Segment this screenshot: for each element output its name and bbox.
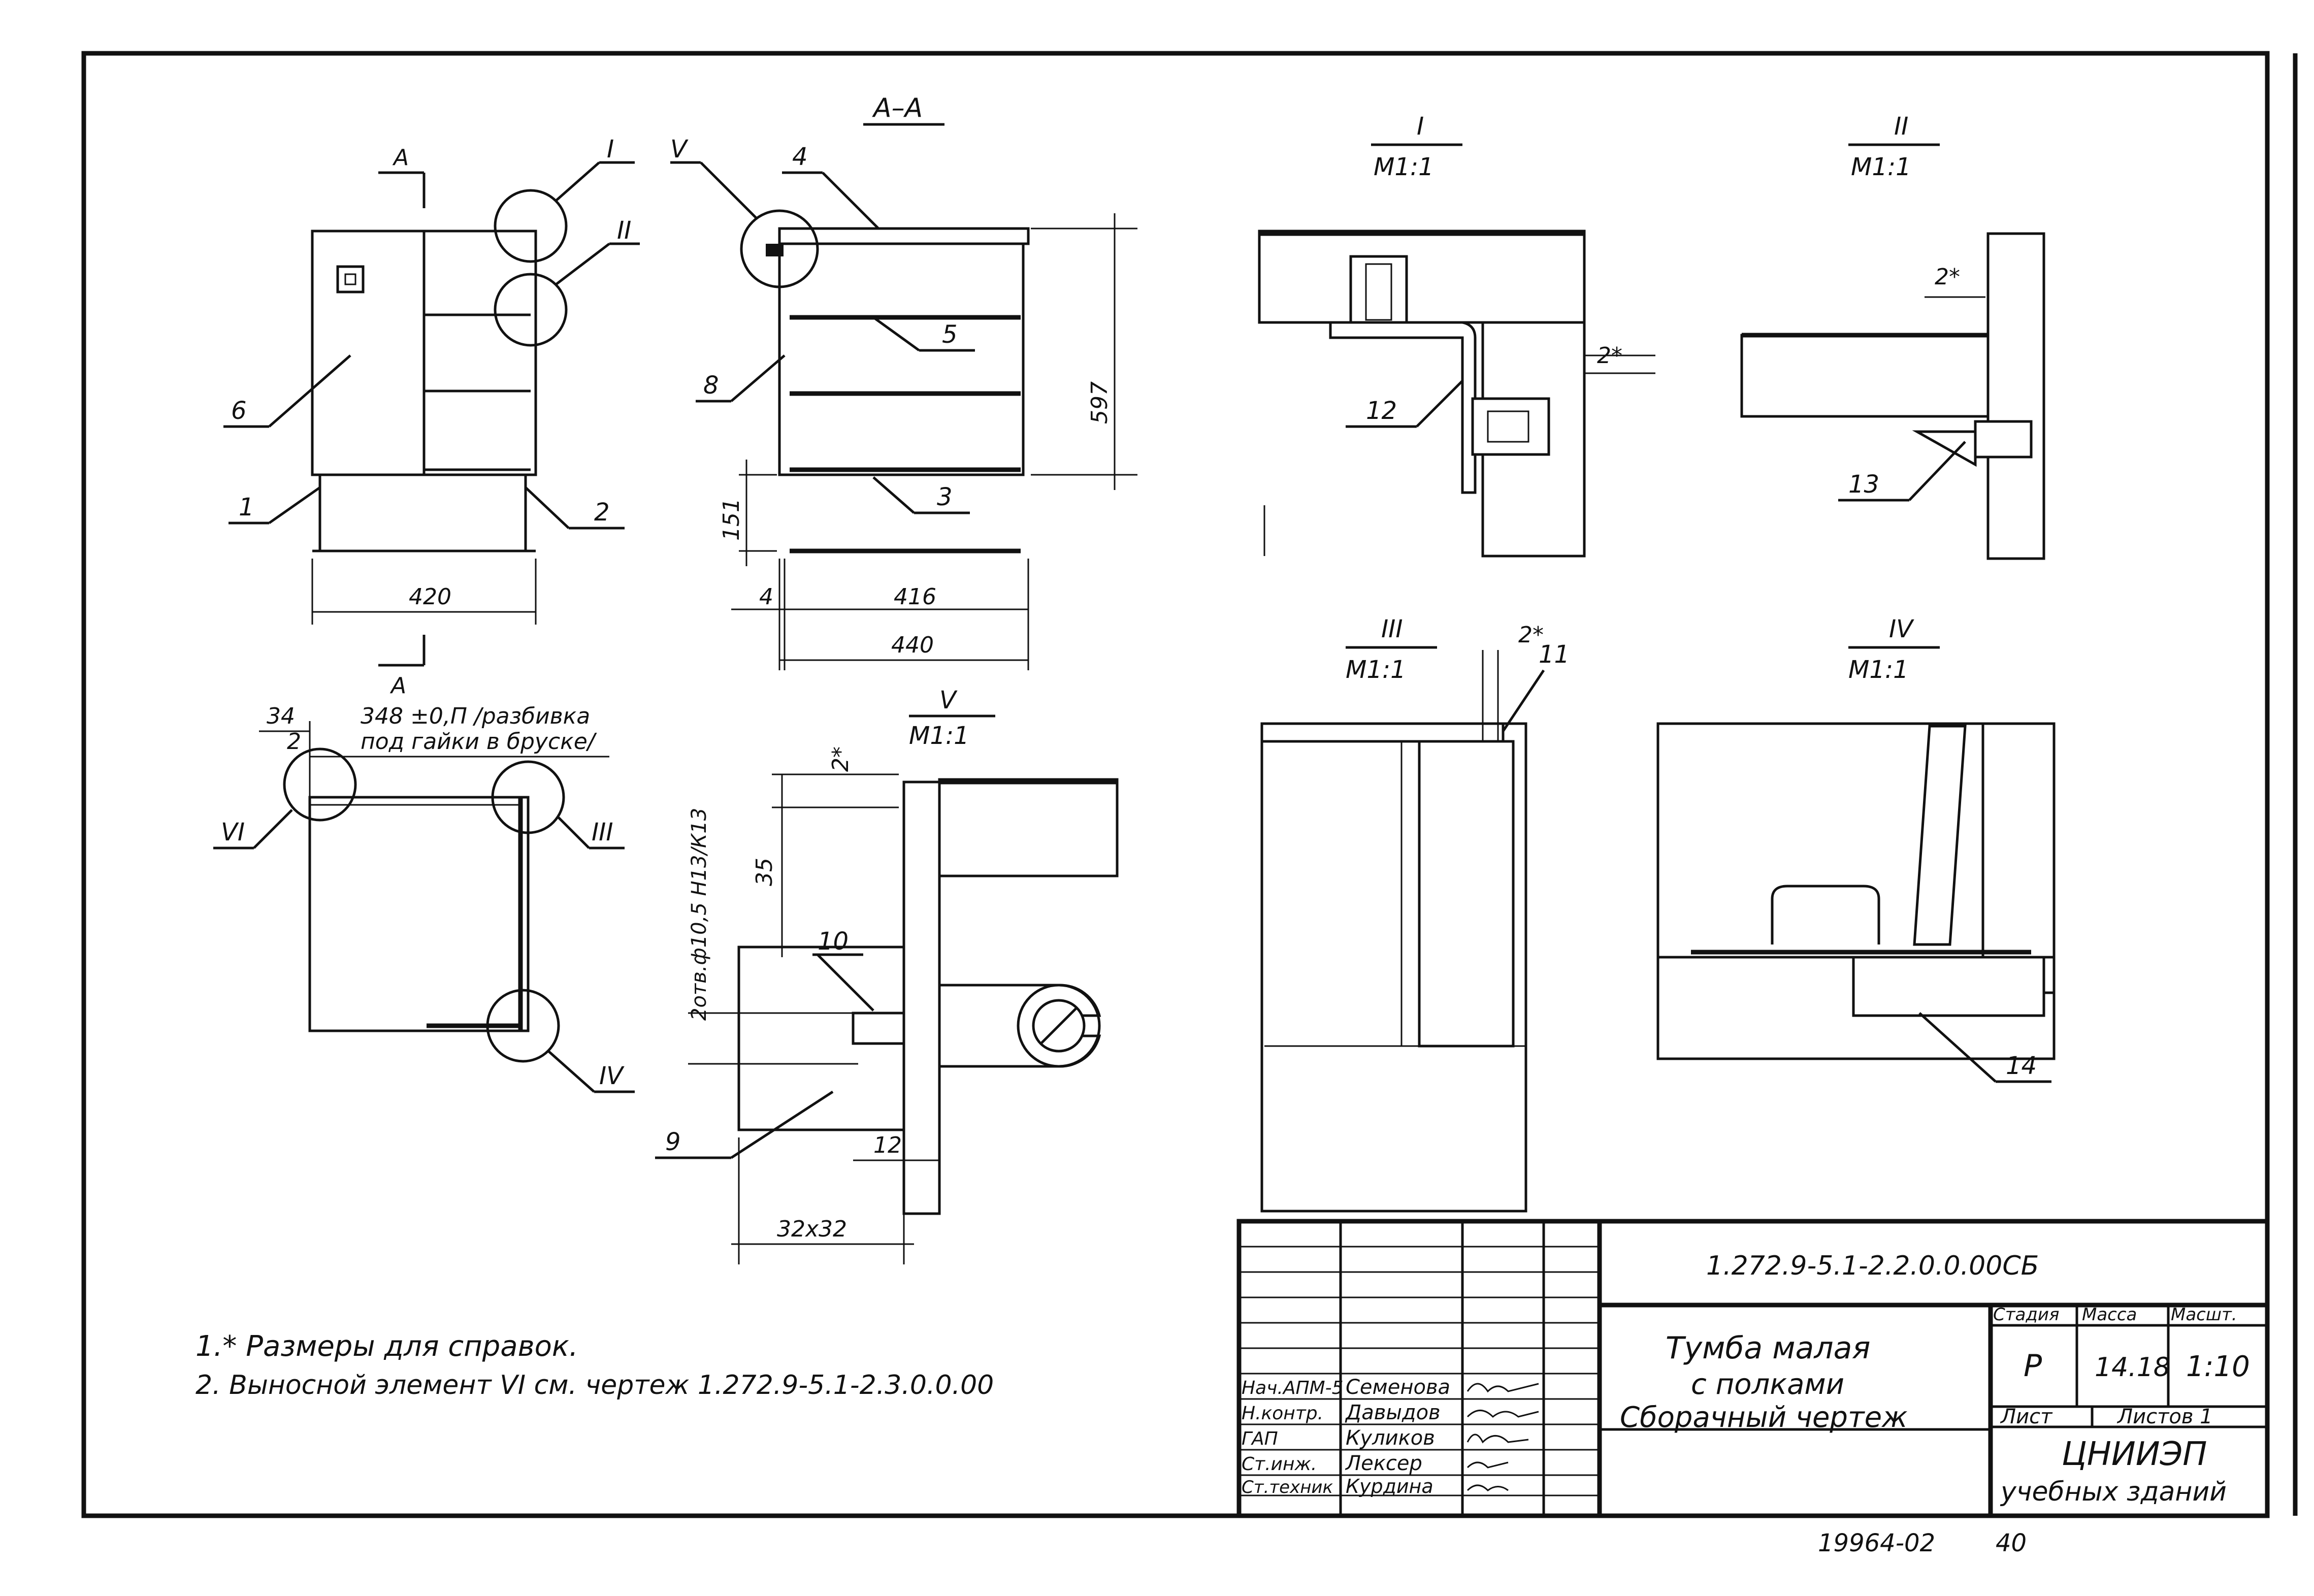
org-name-2: учебных зданий [2000,1477,2227,1507]
pos-1: 1 [239,493,254,522]
role-4: Ст.техник [1242,1477,1333,1497]
dim-32x32: 32x32 [777,1216,847,1242]
pos-5: 5 [942,320,958,349]
detail-I: I М1:1 2* 12 [1258,112,1655,558]
doc-code: 1.272.9-5.1-2.2.0.0.00СБ [1706,1251,2039,1281]
note-2: 2. Выносной элемент VI см. чертеж 1.272.… [195,1370,994,1400]
scale-value: 1:10 [2186,1350,2250,1383]
pos-4: 4 [792,143,808,171]
detail-III-title: III [1381,615,1403,643]
name-0: Семенова [1346,1376,1450,1399]
role-0: Нач.АПМ-5 [1242,1378,1344,1398]
inventory-number: 19964-02 [1818,1529,1935,1557]
role-3: Ст.инж. [1242,1454,1317,1475]
front-view: А А I II 6 1 2 420 [223,135,640,699]
pos-13: 13 [1848,470,1879,499]
doc-name-1: Тумба малая [1666,1330,1871,1366]
mass-header: Масса [2082,1305,2137,1325]
dim-151: 151 [719,498,744,541]
detail-II: II М1:1 2* 13 [1740,112,2045,560]
name-2: Куликов [1346,1426,1435,1450]
detail-III-scale: М1:1 [1346,656,1406,684]
pos-2: 2 [594,498,610,527]
pos-9: 9 [665,1128,681,1156]
node-label-IV: IV [599,1062,625,1090]
pos-3: 3 [937,483,953,511]
doc-name-3: Сборачный чертеж [1620,1401,1907,1434]
detail-II-title: II [1894,112,1908,141]
signature-3 [1466,1461,1509,1469]
dim-2star-II: 2* [1935,264,1960,290]
dim-416: 416 [894,584,936,610]
detail-IV-scale: М1:1 [1848,656,1909,684]
pos-14: 14 [2006,1052,2037,1080]
name-3: Лексер [1345,1452,1422,1475]
pos-10: 10 [818,927,849,956]
detail-IV: IV М1:1 14 [1656,615,2056,1083]
pos-12: 12 [1366,397,1397,425]
dim-420: 420 [409,584,451,610]
detail-I-scale: М1:1 [1374,153,1434,181]
section-a-a: А–А V 4 5 8 3 597 151 [670,93,1137,670]
holes-v-note: 2отв.ф10,5 Н13/К13 [688,808,711,1021]
note-1: 1.* Размеры для справок. [195,1330,578,1363]
holes-note: 348 ±0,П /разбивка [361,703,590,729]
pos-11: 11 [1539,640,1570,669]
detail-V: V М1:1 2* 35 2отв.ф10,5 Н13/К13 10 9 12 … [655,686,1119,1264]
stage-header: Стадия [1993,1305,2059,1325]
role-2: ГАП [1242,1428,1278,1449]
cut-mark-bottom: А [389,673,406,699]
org-name-1: ЦНИИЭП [2062,1436,2207,1473]
cut-mark-top: А [392,145,409,171]
stage-value: Р [2024,1348,2042,1384]
mass-value: 14.18 [2095,1352,2170,1383]
detail-II-scale: М1:1 [1851,153,1911,181]
signature-2 [1466,1434,1529,1444]
plan-view: VI III IV 34 2 348 ±0,П /разбивка под га… [213,703,635,1093]
dim-2star-I: 2* [1597,343,1622,369]
dim-34: 34 [267,703,295,729]
dim-35: 35 [752,858,777,886]
dim-2star-v: 2* [828,746,854,772]
scale-header: Масшт. [2171,1305,2237,1325]
signature-0 [1466,1383,1539,1393]
sheet-header: Лист [2000,1405,2053,1428]
detail-IV-title: IV [1889,615,1914,643]
node-label-VI: VI [221,818,245,846]
name-4: Курдина [1346,1475,1433,1497]
page-number: 40 [1996,1529,2027,1557]
node-label-V: V [670,135,689,164]
detail-V-title: V [939,686,958,714]
node-label-I: I [607,135,614,164]
dim-2star-III: 2* [1518,622,1544,648]
pos-8: 8 [703,371,719,400]
title-block: 1.272.9-5.1-2.2.0.0.00СБ Тумба малая с п… [1236,1219,2270,1518]
detail-III: III М1:1 2* 11 [1260,615,1570,1213]
pos-6: 6 [231,397,247,425]
dim-440: 440 [891,632,934,658]
signature-1 [1466,1410,1539,1418]
dim-2-plan: 2 [287,729,301,755]
detail-I-title: I [1417,112,1424,141]
holes-note-2: под гайки в бруске/ [361,729,597,755]
dim-12: 12 [873,1132,902,1158]
node-label-II: II [617,216,631,245]
detail-V-scale: М1:1 [909,722,969,750]
doc-name-2: с полками [1691,1368,1844,1401]
sheet-frame [81,51,2270,1518]
dim-597: 597 [1087,381,1113,424]
dim-4: 4 [759,584,773,610]
signature-4 [1466,1484,1509,1491]
role-1: Н.контр. [1242,1403,1323,1424]
name-1: Давыдов [1345,1401,1441,1424]
section-aa-title: А–А [872,93,923,123]
node-label-III: III [592,818,613,846]
sheets-header: Листов 1 [2116,1405,2213,1428]
